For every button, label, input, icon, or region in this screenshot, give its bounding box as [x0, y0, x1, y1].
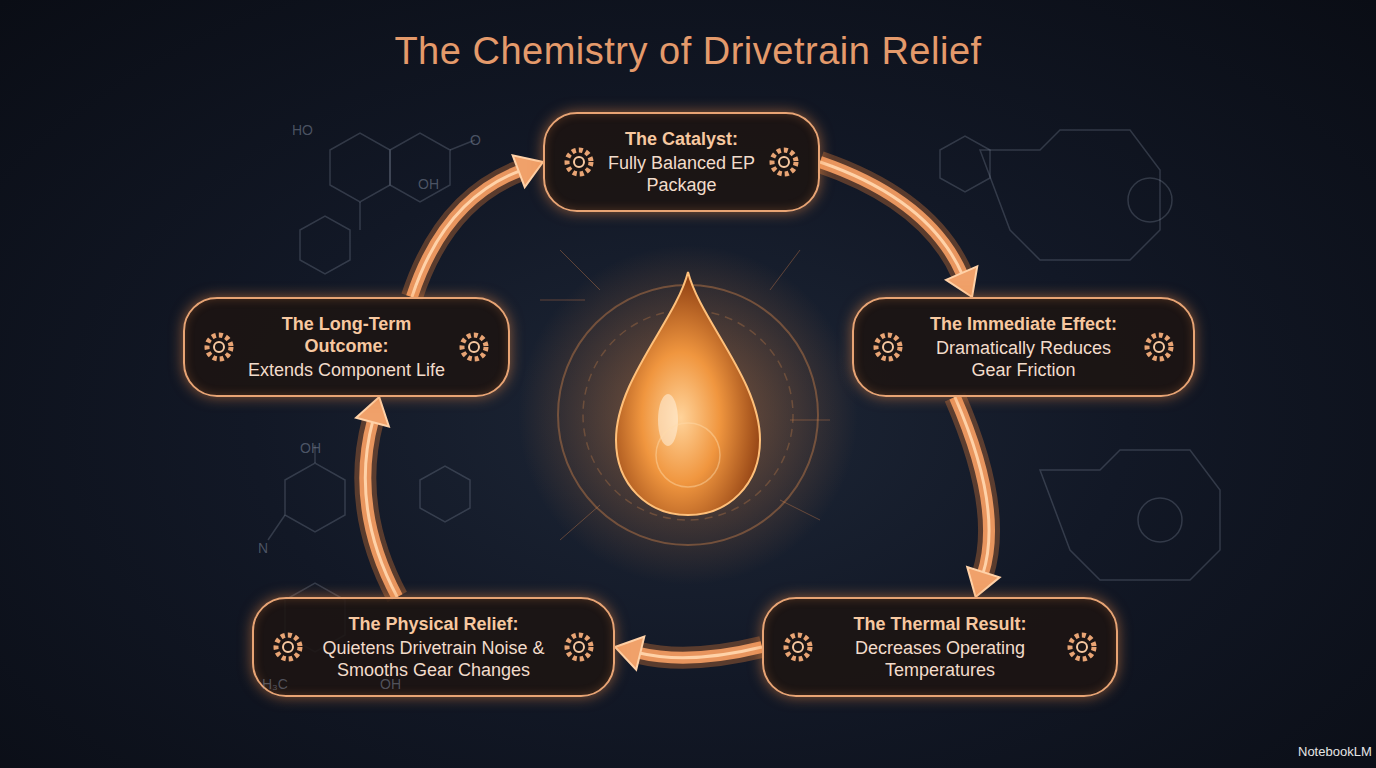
node-icon [764, 142, 804, 182]
process-pill: The Immediate Effect:Dramatically Reduce… [852, 297, 1195, 397]
node-icon [199, 327, 239, 367]
node-icon [559, 142, 599, 182]
chemical-label: O [470, 132, 481, 148]
node-heading: The Thermal Result: [853, 613, 1026, 635]
node-body: Fully Balanced EP Package [607, 152, 756, 196]
node-icon [778, 627, 818, 667]
node-icon [1062, 627, 1102, 667]
node-heading: The Physical Relief: [348, 613, 518, 635]
chemical-label: HO [292, 122, 313, 138]
cycle-arrow [615, 637, 762, 670]
chemical-label: N [258, 540, 268, 556]
node-icon [868, 327, 908, 367]
cycle-arrow [820, 162, 977, 297]
process-pill: The Physical Relief:Quietens Drivetrain … [252, 597, 615, 697]
chemical-label: OH [300, 440, 321, 456]
node-icon [559, 627, 599, 667]
process-pill: The Long-Term Outcome:Extends Component … [183, 297, 510, 397]
watermark: NotebookLM [1298, 744, 1372, 759]
node-icon [454, 327, 494, 367]
chemical-label: OH [418, 176, 439, 192]
node-body: Quietens Drivetrain Noise & Smooths Gear… [316, 637, 551, 681]
node-body: Decreases Operating Temperatures [826, 637, 1054, 681]
node-heading: The Long-Term Outcome: [247, 313, 446, 357]
node-heading: The Catalyst: [625, 128, 738, 150]
node-heading: The Immediate Effect: [930, 313, 1117, 335]
cycle-arrow [955, 397, 1000, 597]
chemical-label: OH [380, 676, 401, 692]
process-pill: The Catalyst:Fully Balanced EP Package [543, 112, 820, 212]
node-icon [268, 627, 308, 667]
process-pill: The Thermal Result:Decreases Operating T… [762, 597, 1118, 697]
cycle-arrow [412, 155, 543, 297]
chemical-label: H₃C [262, 676, 288, 692]
node-icon [1139, 327, 1179, 367]
cycle-arrow [356, 397, 397, 597]
node-body: Extends Component Life [248, 359, 445, 381]
node-body: Dramatically Reduces Gear Friction [916, 337, 1131, 381]
diagram-title: The Chemistry of Drivetrain Relief [0, 30, 1376, 73]
